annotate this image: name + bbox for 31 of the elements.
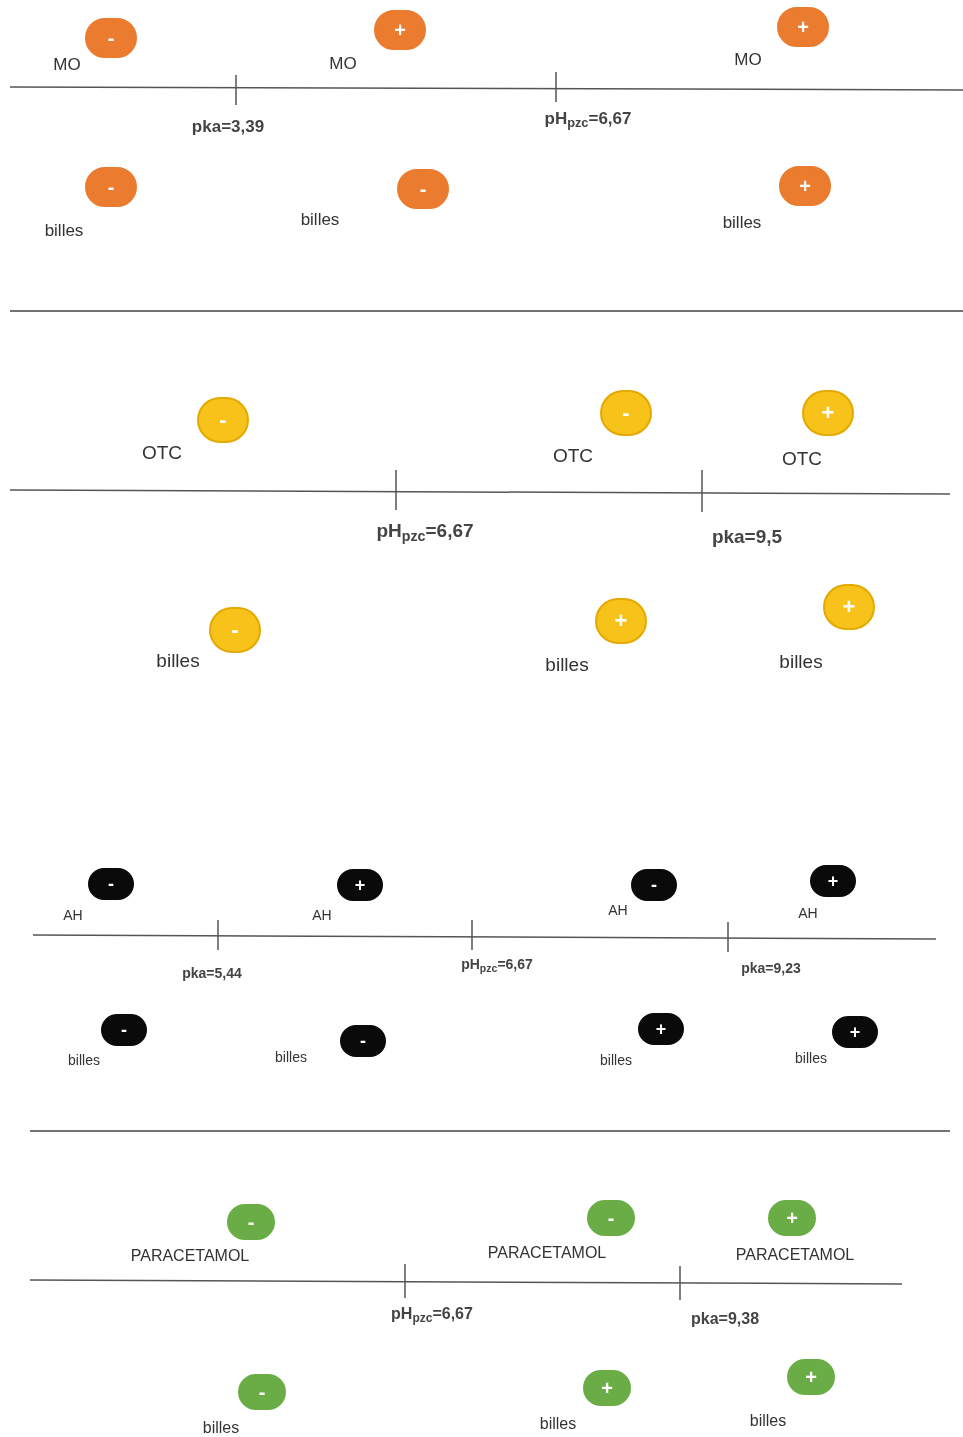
species-label: billes — [795, 1051, 827, 1065]
species-label: billes — [275, 1050, 307, 1064]
species-label: OTC — [552, 445, 594, 465]
species-label: AH — [798, 906, 818, 920]
species-label: AH — [63, 908, 83, 922]
species-label: billes — [44, 221, 84, 239]
species-label: PARACETAMOL — [487, 1245, 607, 1261]
tick-label: pka=9,23 — [741, 961, 801, 975]
species-label: OTC — [141, 442, 183, 462]
species-label: billes — [300, 210, 340, 228]
species-label: MO — [53, 55, 81, 73]
species-label: billes — [202, 1420, 240, 1436]
species-label: OTC — [781, 448, 823, 468]
species-label: PARACETAMOL — [130, 1248, 250, 1264]
tick-label: pka=5,44 — [182, 966, 242, 980]
species-label: AH — [312, 908, 332, 922]
species-label: billes — [545, 654, 589, 674]
species-label: MO — [734, 50, 762, 68]
species-label: billes — [156, 650, 200, 670]
species-label: billes — [749, 1413, 787, 1429]
species-label: MO — [329, 54, 357, 72]
species-label: PARACETAMOL — [735, 1247, 855, 1263]
tick-label: pka=9,38 — [690, 1311, 760, 1327]
tick-label: pka=9,5 — [711, 526, 783, 546]
species-label: billes — [600, 1053, 632, 1067]
species-label: billes — [722, 213, 762, 231]
species-label: billes — [779, 651, 823, 671]
species-label: billes — [539, 1416, 577, 1432]
species-label: billes — [68, 1053, 100, 1067]
tick-label: pka=3,39 — [191, 117, 265, 135]
species-label: AH — [608, 903, 628, 917]
